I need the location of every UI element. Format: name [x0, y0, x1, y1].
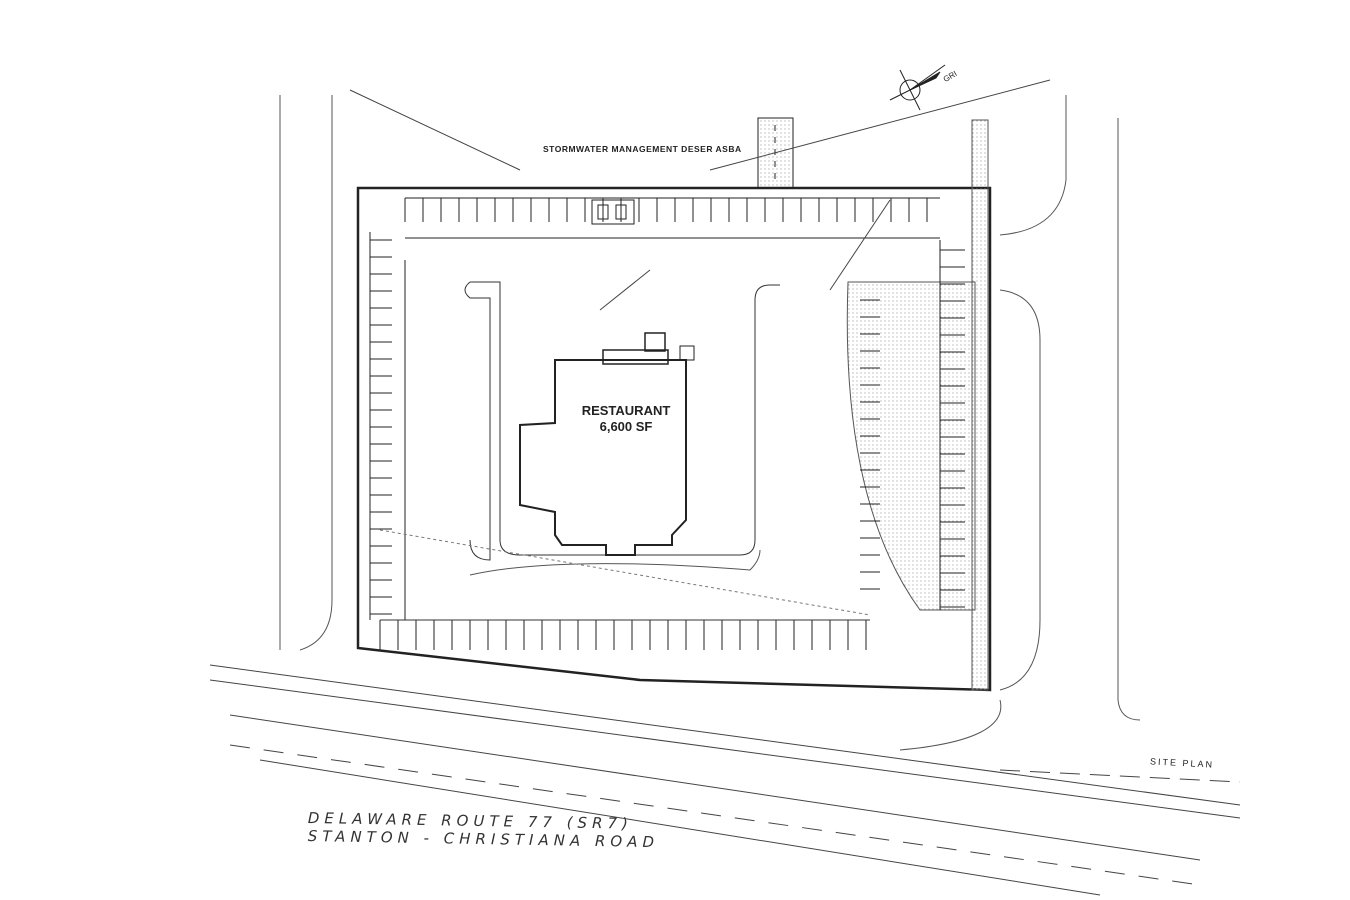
landscape-area — [379, 529, 871, 616]
right-road — [899, 95, 1141, 751]
stormwater-label: STORMWATER MANAGEMENT DESER ASBA — [543, 144, 742, 154]
right-parking-column — [860, 240, 965, 610]
dumpster-enclosure — [591, 199, 635, 225]
restaurant-building — [519, 359, 687, 556]
property-boundary — [356, 186, 992, 692]
right-drive — [846, 281, 976, 611]
building-name: RESTAURANT — [581, 403, 671, 418]
left-parking-column — [369, 232, 406, 620]
bottom-parking-row — [379, 620, 867, 650]
building-island — [464, 281, 780, 561]
north-arrow-icon — [889, 64, 946, 111]
top-parking-row — [404, 197, 940, 239]
highway — [209, 664, 1241, 896]
left-road — [279, 95, 333, 651]
building-area: 6,600 SF — [599, 419, 653, 434]
